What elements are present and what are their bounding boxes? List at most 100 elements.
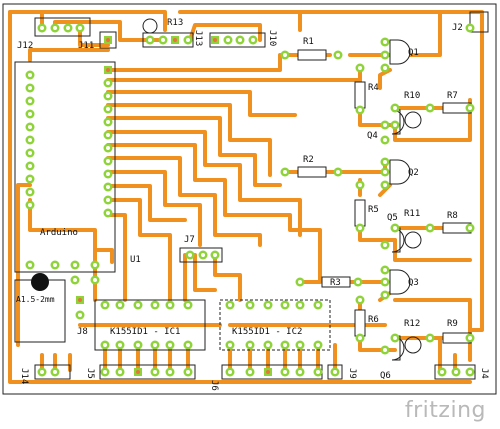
pad-hole [28, 263, 32, 267]
pad-hole [383, 160, 387, 164]
label-r5: R5 [368, 205, 379, 215]
pad-hole [283, 53, 287, 57]
pad-hole [383, 40, 387, 44]
pad-hole [358, 298, 362, 302]
pad-hole [78, 298, 82, 302]
label-r4: R4 [368, 83, 379, 93]
pad-hole [468, 106, 472, 110]
pad-hole [28, 138, 32, 142]
j2-outline [469, 11, 489, 33]
j12-outline [34, 17, 91, 37]
pad-hole [266, 343, 270, 347]
r4-body [354, 81, 366, 109]
pad-hole [213, 38, 217, 42]
pad-hole [298, 370, 302, 374]
pad-hole [78, 313, 82, 317]
pad-hole [298, 303, 302, 307]
label-q3: Q3 [408, 278, 419, 288]
label-r8: R8 [447, 211, 458, 221]
label-q4: Q4 [367, 131, 378, 141]
pad-hole [136, 343, 140, 347]
pad-hole [383, 66, 387, 70]
label-ic2: K155ID1 - IC2 [232, 327, 302, 337]
label-r12: R12 [404, 319, 420, 329]
pad-hole [383, 348, 387, 352]
label-r2: R2 [303, 155, 314, 165]
pad-hole [118, 303, 122, 307]
r1-body [297, 49, 327, 61]
pad-hole [168, 343, 172, 347]
pad-hole [468, 226, 472, 230]
label-j11: J11 [78, 41, 94, 51]
pad-hole [106, 146, 110, 150]
label-q6: Q6 [380, 371, 391, 381]
pad-hole [28, 190, 32, 194]
label-r11: R11 [404, 209, 420, 219]
pad-hole [136, 370, 140, 374]
silkscreen [14, 11, 489, 380]
pad-hole [153, 303, 157, 307]
pad-hole [103, 370, 107, 374]
pad-hole [383, 138, 387, 142]
r12-led [404, 336, 422, 354]
labels: J12 J11 R13 J13 J10 J2 R1 Q1 R4 R10 R7 Q… [16, 18, 489, 391]
pad-hole [40, 26, 44, 30]
pad-hole [333, 370, 337, 374]
pad-hole [228, 343, 232, 347]
label-r9: R9 [447, 319, 458, 329]
r10-led [404, 111, 422, 129]
label-j10: J10 [267, 30, 277, 46]
j10-outline [209, 32, 266, 48]
label-j6: J6 [209, 380, 219, 391]
pad-hole [93, 278, 97, 282]
arduino-outline [14, 61, 116, 273]
pad-hole [316, 343, 320, 347]
pad-hole [53, 263, 57, 267]
pads [25, 23, 475, 377]
label-r10: R10 [404, 91, 420, 101]
pad-hole [238, 38, 242, 42]
r5-body [354, 199, 366, 227]
pad-hole [106, 120, 110, 124]
pad-hole [106, 94, 110, 98]
label-j2: J2 [452, 23, 463, 33]
label-j8: J8 [77, 327, 88, 337]
pad-hole [93, 263, 97, 267]
r3-body [321, 276, 351, 288]
pad-hole [393, 123, 397, 127]
label-j12: J12 [17, 41, 33, 51]
pad-hole [153, 343, 157, 347]
pad-hole [393, 336, 397, 340]
pad-hole [136, 303, 140, 307]
pad-hole [358, 226, 362, 230]
pad-hole [188, 253, 192, 257]
pad-hole [316, 370, 320, 374]
pad-hole [186, 303, 190, 307]
pad-hole [66, 26, 70, 30]
pad-hole [283, 343, 287, 347]
pad-hole [468, 336, 472, 340]
pad-hole [106, 107, 110, 111]
pad-hole [393, 106, 397, 110]
pad-hole [186, 38, 190, 42]
label-u1: U1 [130, 255, 141, 265]
pad-hole [358, 336, 362, 340]
label-q5: Q5 [387, 213, 398, 223]
pad-hole [358, 183, 362, 187]
pad-hole [186, 370, 190, 374]
pad-hole [228, 303, 232, 307]
j5-outline [99, 364, 196, 380]
j11-outline [99, 31, 117, 49]
label-j9: J9 [347, 368, 357, 379]
pad-hole [103, 303, 107, 307]
pad-hole [161, 38, 165, 42]
pad-hole [468, 26, 472, 30]
pad-hole [118, 343, 122, 347]
pad-hole [173, 38, 177, 42]
r13-led [142, 18, 158, 34]
pad-hole [168, 370, 172, 374]
pad-hole [383, 170, 387, 174]
pad-hole [106, 159, 110, 163]
pad-hole [266, 370, 270, 374]
pad-hole [28, 86, 32, 90]
